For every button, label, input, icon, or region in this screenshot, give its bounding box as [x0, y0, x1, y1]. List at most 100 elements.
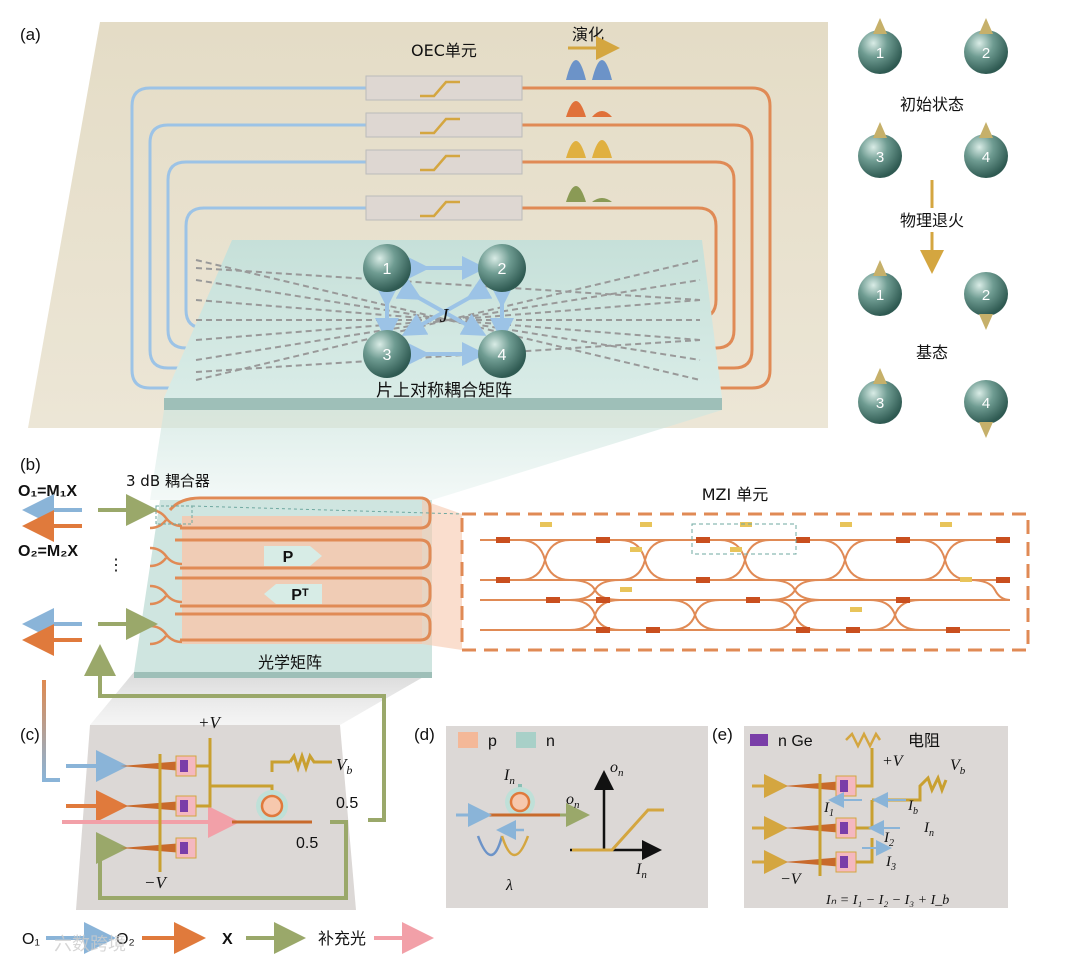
oec-box: [365, 75, 523, 101]
spin-node: [478, 244, 526, 292]
x-loop-line: [98, 820, 348, 900]
chip-edge: [164, 398, 722, 410]
coupler-highlight: [155, 505, 193, 525]
panel-e-background: [744, 726, 1008, 908]
oec-box: [365, 195, 523, 221]
coupling-arrows: [375, 256, 514, 366]
spin-node-label: 4: [498, 347, 507, 364]
pulse-icon: [566, 60, 612, 80]
ring: [509, 791, 531, 813]
matrix-projection: [422, 500, 462, 650]
spin-up-icon: [873, 368, 887, 384]
annealing-label: 物理退火: [900, 211, 964, 230]
i1-label: I1: [823, 800, 834, 819]
n-legend-label: n: [546, 733, 555, 750]
spin-up-icon: [979, 18, 993, 34]
optical-matrix-label: 光学矩阵: [258, 653, 322, 672]
axis-y-label: on: [610, 759, 624, 779]
mzi-mesh: [480, 539, 1011, 631]
spin-node-label: 3: [383, 347, 392, 364]
panel-d-background: [446, 726, 708, 908]
activation-curve-icon: [420, 200, 460, 218]
mzi-highlight: [691, 523, 797, 555]
nge-label: n Ge: [778, 733, 813, 750]
legend-o1: O₁: [22, 931, 40, 948]
o1-equation: O₁=M₁X: [18, 483, 77, 500]
in-label: In: [503, 767, 515, 787]
ellipsis: ⋮: [108, 557, 124, 574]
spin-up-icon: [979, 122, 993, 138]
io-arrows: [22, 494, 158, 656]
oec-unit-label: OEC单元: [411, 41, 477, 60]
n-swatch: [516, 732, 536, 748]
photodetectors: [120, 755, 197, 859]
spin-up-icon: [873, 122, 887, 138]
spin-label: 1: [876, 287, 884, 304]
half-label-2: 0.5: [296, 835, 318, 852]
p-label: P: [283, 549, 294, 566]
projection-beam-lower: [90, 672, 432, 725]
panel-a: (a) OEC单元 演化: [20, 22, 828, 428]
panel-c-label: (c): [20, 725, 40, 744]
evolution-label: 演化: [572, 25, 604, 44]
panel-e-label: (e): [712, 725, 733, 744]
spin-label: 4: [982, 395, 990, 412]
resonance-curve-blue: [476, 835, 504, 857]
ground-state-label: 基态: [916, 343, 948, 362]
nge-swatch: [750, 734, 768, 746]
p-arrow: [264, 546, 322, 566]
spin-node-label: 2: [498, 261, 507, 278]
lambda-label: λ: [505, 877, 513, 894]
x-feedback-line: [84, 644, 386, 822]
spin-label: 2: [982, 287, 990, 304]
pt-label: Pᵀ: [291, 587, 309, 604]
resistor-label: 电阻: [908, 731, 940, 750]
o2-equation: O₂=M₂X: [18, 543, 78, 560]
spin-down-icon: [979, 314, 993, 330]
projection-beam: [150, 410, 722, 500]
transfer-curve: [572, 808, 664, 852]
initial-state-label: 初始状态: [900, 95, 964, 114]
ground-spins: 1 2 3 4: [858, 260, 1008, 438]
mzi-unit-label: MZI 单元: [702, 485, 769, 504]
legend-supp: 补充光: [318, 929, 366, 948]
pulse-icon: [566, 186, 612, 202]
annealing-label-bg: [880, 208, 984, 232]
p-swatch: [458, 732, 478, 748]
coupling-j-label: J: [440, 305, 450, 327]
current-equation: Iₙ = I₁ − I₂ − I₃ + I_b: [825, 893, 949, 908]
coupler-label: 3 dB 耦合器: [126, 472, 210, 490]
activation-curve-icon: [420, 80, 460, 98]
legend-o2: O₂: [116, 931, 135, 948]
i2-label: I2: [883, 830, 894, 849]
vb-label: Vb: [336, 755, 352, 777]
on-label: on: [566, 791, 580, 811]
plus-v-label-e: +V: [882, 753, 905, 770]
matrix-waveguides: [168, 496, 432, 642]
minus-v-label: −V: [144, 873, 168, 892]
e-inputs: [752, 774, 788, 874]
spin-up-icon: [873, 18, 887, 34]
plus-v-label: +V: [198, 713, 222, 732]
oec-box: [365, 149, 523, 175]
i3-label: I3: [885, 854, 896, 873]
oec-box: [365, 112, 523, 138]
mzi-couplers: [496, 537, 1010, 633]
pulse-shapes: [566, 60, 612, 202]
spin-label: 2: [982, 45, 990, 62]
ib-label: Ib: [907, 798, 918, 817]
phase-shifters: [540, 522, 972, 612]
spin-node: [478, 330, 526, 378]
pulse-icon: [566, 101, 612, 117]
spin-node: [363, 330, 411, 378]
watermark: 六数跨境: [54, 934, 126, 955]
legend: O₁ O₂ X 补充光: [22, 922, 434, 954]
panel-c: (c) +V −V Vb 0.5 0.5: [20, 644, 386, 910]
panel-b: (b) 3 dB 耦合器 O₁=M₁X O₂=M₂X ⋮ P Pᵀ 光学矩阵: [18, 455, 1030, 678]
in-label-e: In: [923, 820, 934, 839]
spin-label: 3: [876, 149, 884, 166]
initial-spins: 1 2 3 4: [858, 18, 1008, 178]
half-label-1: 0.5: [336, 795, 358, 812]
resonance-curve-gold: [500, 835, 530, 857]
